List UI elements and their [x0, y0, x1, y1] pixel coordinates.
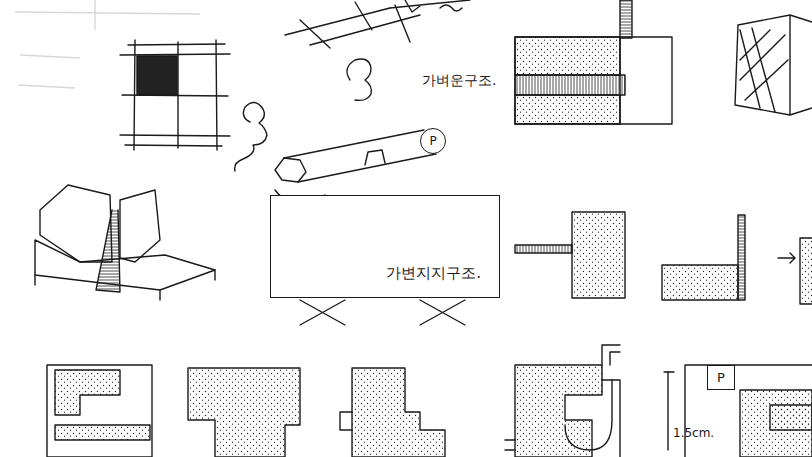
sketch-box: P — [707, 365, 735, 390]
node-text: P — [429, 134, 436, 148]
handwritten-note: 1.5cm. — [673, 426, 714, 440]
handwritten-note: 가벼운구조. — [422, 72, 496, 90]
node-text: P — [717, 370, 725, 385]
sketch-box: 가변지지구조. — [270, 195, 500, 298]
node-text: 가변지지구조. — [386, 264, 481, 283]
circle-node: P — [420, 128, 446, 154]
